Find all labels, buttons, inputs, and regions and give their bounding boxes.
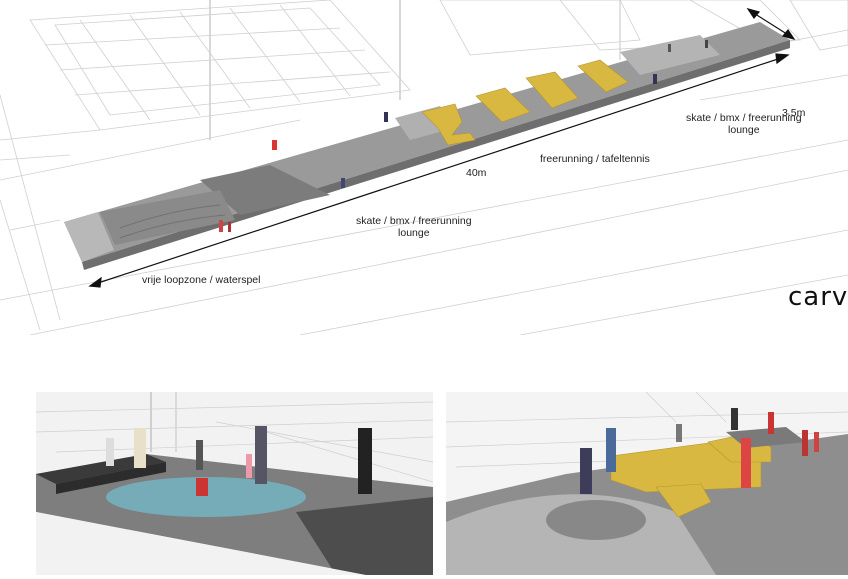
length-arrow-line (94, 56, 785, 285)
person-figure (802, 430, 808, 456)
bench-4 (577, 59, 629, 93)
person-figure (255, 426, 267, 484)
water-play-render (36, 392, 433, 575)
person-figure (384, 112, 388, 122)
skate-render (446, 392, 848, 575)
overview-diagram: 3.5m skate / bmx / freerunning lounge fr… (0, 0, 848, 335)
width-label: 3.5m (782, 107, 806, 119)
arrow-head-left (88, 276, 102, 288)
person-figure (741, 438, 751, 488)
bench-3 (525, 71, 579, 109)
arrow-head-top (746, 7, 761, 20)
dark-bench-block (36, 454, 166, 484)
person-figure (676, 424, 682, 442)
person-figure (731, 408, 738, 430)
skate-strip (64, 22, 790, 270)
foreground-ground (36, 512, 366, 575)
person-figure (134, 428, 146, 468)
width-arrow-line (751, 11, 791, 37)
zone-right-line2: lounge (728, 124, 760, 136)
person-figure (341, 178, 345, 188)
zone-right-label: skate / bmx / freerunning lounge (686, 112, 802, 136)
person-figure (814, 432, 819, 452)
zone-right-line1: skate / bmx / freerunning (686, 112, 802, 124)
people-figures (580, 408, 819, 494)
ramp-left-end (100, 190, 235, 245)
brand-logo: carve (788, 282, 848, 312)
length-label: 40m (466, 167, 487, 179)
person-figure (580, 448, 592, 494)
strip-end-block (64, 212, 114, 262)
person-figure (653, 74, 657, 84)
bench-1 (421, 103, 476, 146)
dimension-arrows (88, 7, 796, 288)
yellow-benches (421, 59, 629, 146)
zone-middle-label: freerunning / tafeltennis (540, 153, 650, 165)
city-context-lines (0, 0, 848, 335)
zone-left-label: skate / bmx / freerunning lounge (356, 215, 472, 239)
person-figure (246, 454, 252, 478)
skate-drawing (446, 392, 848, 575)
arrow-head-right (775, 53, 790, 65)
dark-bench-side (56, 462, 166, 494)
water-play-area (106, 477, 306, 517)
ramp-curve-line (119, 204, 221, 229)
person-figure (606, 428, 616, 472)
dark-ramp (296, 497, 433, 575)
person-figure (219, 220, 223, 232)
person-figure (196, 440, 203, 470)
ramp-curve-line (119, 214, 226, 239)
arrow-head-bottom (781, 28, 796, 41)
person-figure (196, 478, 208, 496)
zone-water-label: vrije loopzone / waterspel (142, 274, 261, 286)
person-figure (228, 222, 231, 232)
overview-drawing (0, 0, 848, 335)
person-figure (705, 40, 708, 48)
zone-left-line2: lounge (398, 227, 430, 239)
strip-side-face (82, 40, 790, 270)
water-play-drawing (36, 392, 433, 575)
person-figure (358, 428, 372, 494)
person-figure (106, 438, 114, 466)
person-figure (272, 140, 277, 150)
bench-2 (475, 87, 531, 123)
bench-block-front (655, 483, 712, 518)
ramp-shadow (546, 500, 646, 540)
zone-left-line1: skate / bmx / freerunning (356, 215, 472, 227)
person-figure (768, 412, 774, 434)
ramp-bowl-left (200, 165, 330, 215)
people-figures (219, 40, 708, 232)
people-figures (106, 426, 372, 496)
ramp-right (620, 35, 720, 75)
person-figure (668, 44, 671, 52)
